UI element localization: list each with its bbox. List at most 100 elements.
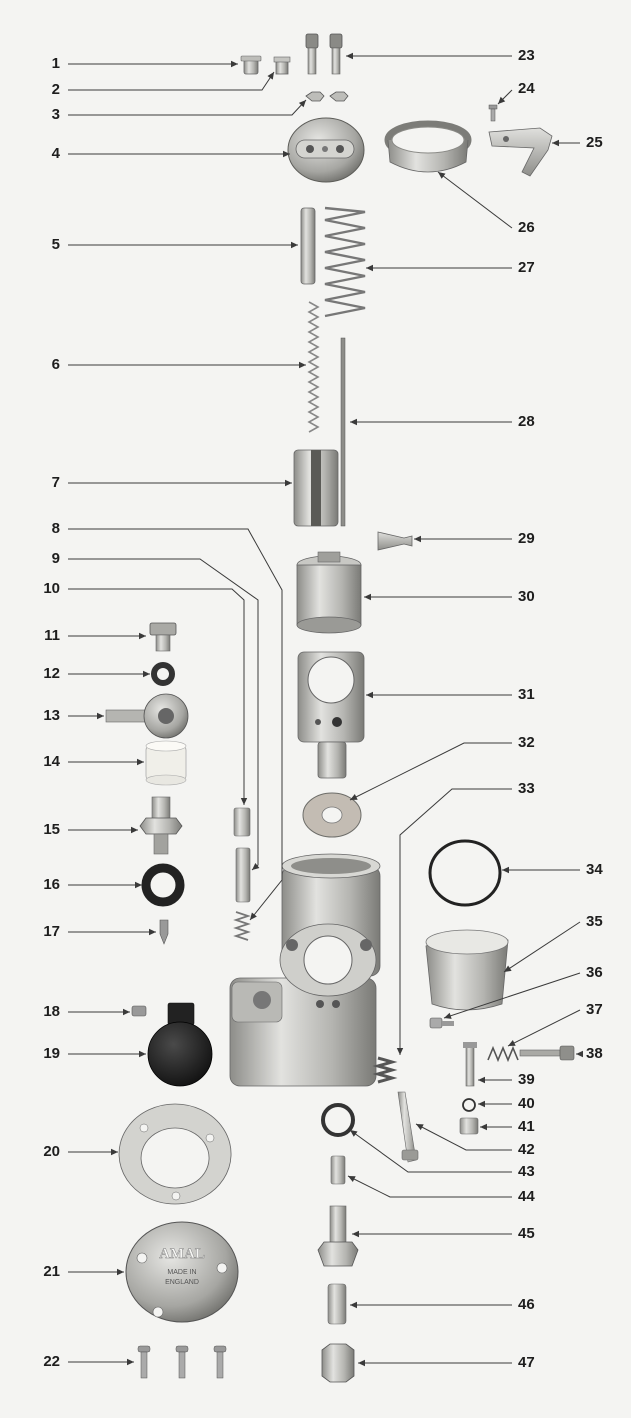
arrowhead-43 bbox=[350, 1130, 358, 1137]
callout-label-11: 11 bbox=[44, 627, 60, 644]
arrowhead-42 bbox=[416, 1124, 424, 1131]
arrowhead-12 bbox=[143, 670, 150, 678]
callout-label-15: 15 bbox=[43, 821, 60, 838]
part-12-washer bbox=[151, 662, 175, 686]
part-9-jet-holder bbox=[235, 847, 251, 903]
carburettor-body bbox=[229, 853, 381, 1087]
callout-label-31: 31 bbox=[518, 686, 535, 703]
arrowhead-41 bbox=[480, 1123, 487, 1131]
part-42-pilot-screw bbox=[397, 1091, 419, 1163]
callout-label-18: 18 bbox=[43, 1003, 60, 1020]
part-21-float-bowl-cover: AMAL MADE IN ENGLAND bbox=[125, 1221, 239, 1323]
part-26-ring bbox=[384, 120, 472, 173]
part-33-spring bbox=[372, 1056, 398, 1084]
part-16-washer bbox=[141, 863, 185, 907]
arrowhead-10 bbox=[240, 798, 248, 805]
leader-line-2 bbox=[68, 71, 275, 91]
part-3-nuts bbox=[305, 91, 349, 102]
callout-label-8: 8 bbox=[52, 520, 60, 537]
callout-label-26: 26 bbox=[518, 219, 535, 236]
arrowhead-3 bbox=[298, 100, 306, 108]
leader-line-36 bbox=[443, 972, 581, 1019]
arrowhead-33 bbox=[396, 1048, 404, 1055]
callout-label-29: 29 bbox=[518, 530, 535, 547]
callout-label-32: 32 bbox=[518, 734, 535, 751]
callout-label-35: 35 bbox=[586, 913, 603, 930]
leader-line-26 bbox=[437, 171, 513, 229]
arrowhead-38 bbox=[576, 1050, 583, 1058]
arrowhead-36 bbox=[444, 1012, 452, 1019]
callout-label-6: 6 bbox=[52, 356, 60, 373]
part-29-clip bbox=[377, 531, 413, 551]
arrowhead-17 bbox=[149, 928, 156, 936]
part-4-top-cap bbox=[287, 117, 365, 183]
part-1-plug bbox=[240, 55, 262, 75]
part-34-o-ring bbox=[428, 839, 502, 907]
leader-line-8 bbox=[68, 528, 283, 921]
part-22-screws bbox=[137, 1345, 227, 1379]
part-30-throttle-slide bbox=[296, 551, 362, 634]
callout-label-45: 45 bbox=[518, 1225, 535, 1242]
arrowhead-25 bbox=[552, 139, 559, 147]
arrowhead-20 bbox=[111, 1148, 118, 1156]
part-45-jet-holder bbox=[317, 1205, 359, 1267]
leader-line-42 bbox=[415, 1123, 512, 1151]
arrowhead-11 bbox=[139, 632, 146, 640]
part-20-gasket bbox=[118, 1103, 232, 1205]
part-41-cap bbox=[459, 1117, 479, 1135]
part-24-screw bbox=[488, 104, 498, 122]
callout-label-42: 42 bbox=[518, 1141, 535, 1158]
arrowhead-8 bbox=[250, 912, 257, 920]
leader-line-3 bbox=[68, 99, 307, 116]
part-13-banjo bbox=[105, 693, 189, 739]
leader-line-37 bbox=[507, 1009, 581, 1047]
arrowhead-45 bbox=[352, 1230, 359, 1238]
part-15-needle-seat bbox=[139, 796, 183, 855]
callout-label-16: 16 bbox=[43, 876, 60, 893]
callout-label-30: 30 bbox=[518, 588, 535, 605]
callout-label-1: 1 bbox=[52, 55, 60, 72]
callout-label-22: 22 bbox=[43, 1353, 60, 1370]
leader-lines bbox=[68, 52, 583, 1367]
arrowhead-9 bbox=[252, 863, 260, 870]
callout-label-37: 37 bbox=[586, 1001, 603, 1018]
callout-label-7: 7 bbox=[52, 474, 60, 491]
leader-line-10 bbox=[68, 588, 245, 805]
part-14-nylon-filter bbox=[145, 740, 187, 786]
part-44-main-jet bbox=[330, 1155, 346, 1185]
callout-label-5: 5 bbox=[52, 236, 60, 253]
arrowhead-21 bbox=[117, 1268, 124, 1276]
part-36-screw bbox=[429, 1017, 454, 1029]
callout-label-34: 34 bbox=[586, 861, 603, 878]
part-8-spring bbox=[233, 911, 251, 941]
callout-label-23: 23 bbox=[518, 47, 535, 64]
callout-label-47: 47 bbox=[518, 1354, 535, 1371]
arrowhead-6 bbox=[299, 361, 306, 369]
callout-label-27: 27 bbox=[518, 259, 535, 276]
arrowhead-4 bbox=[283, 150, 290, 158]
arrowhead-14 bbox=[137, 758, 144, 766]
callout-labels: 1234567891011121314151617181920212223242… bbox=[43, 47, 603, 1371]
arrowhead-26 bbox=[438, 172, 446, 179]
callout-label-10: 10 bbox=[43, 580, 60, 597]
part-28-needle bbox=[340, 337, 346, 527]
arrowhead-18 bbox=[123, 1008, 130, 1016]
part-43-o-ring bbox=[321, 1103, 355, 1137]
callout-label-33: 33 bbox=[518, 780, 535, 797]
part-32-washer bbox=[302, 792, 362, 838]
arrowhead-46 bbox=[350, 1301, 357, 1309]
arrowhead-35 bbox=[504, 965, 512, 972]
callout-label-9: 9 bbox=[52, 550, 60, 567]
arrowhead-22 bbox=[127, 1358, 134, 1366]
arrowhead-47 bbox=[358, 1359, 365, 1367]
part-5-pin bbox=[300, 207, 316, 285]
part-19-float bbox=[147, 1002, 213, 1087]
callout-label-24: 24 bbox=[518, 80, 535, 97]
arrowhead-37 bbox=[508, 1040, 516, 1046]
arrowhead-40 bbox=[478, 1100, 485, 1108]
arrowhead-16 bbox=[135, 881, 142, 889]
part-7-slide-block bbox=[293, 449, 339, 527]
callout-label-12: 12 bbox=[43, 665, 60, 682]
arrowhead-30 bbox=[364, 593, 371, 601]
